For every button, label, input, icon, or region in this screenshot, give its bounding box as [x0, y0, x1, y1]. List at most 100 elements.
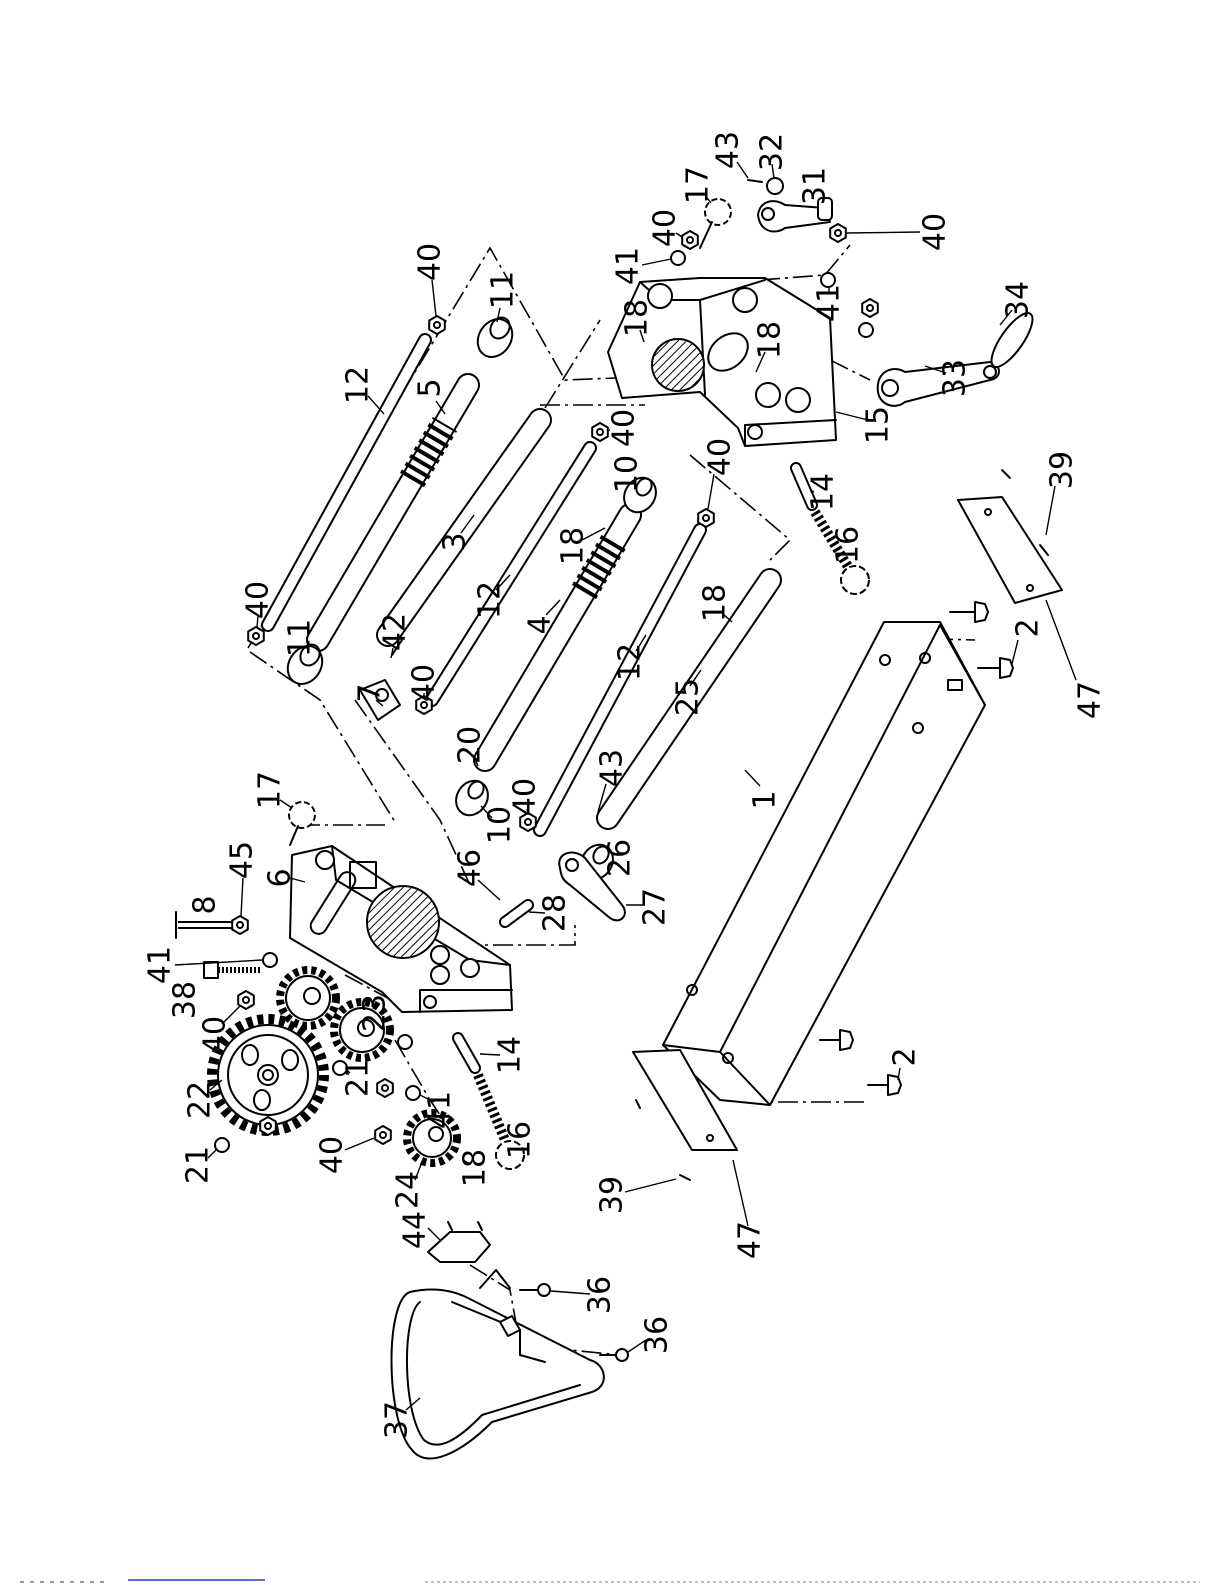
part-number-label: 45: [225, 841, 260, 879]
bushing-11-right: [471, 313, 519, 364]
bolt-38: [204, 962, 262, 978]
part-number-label: 12: [341, 366, 376, 404]
hex-nut: [238, 991, 254, 1009]
base-frame-1: [663, 622, 985, 1105]
part-number-label: 16: [831, 526, 866, 564]
bolt-2-left: [820, 1030, 853, 1050]
part-number-label: 38: [168, 981, 203, 1019]
page-footer: [20, 1580, 1200, 1582]
part-number-label: 23: [358, 994, 393, 1032]
bolt-2-right-lower: [978, 658, 1013, 678]
washer: [263, 953, 277, 967]
part-number-label: 18: [458, 1149, 493, 1187]
part-number-label: 18: [620, 299, 655, 337]
hex-nut: [862, 299, 878, 317]
hex-nut: [375, 1126, 391, 1144]
part-number-label: 20: [453, 726, 488, 764]
bolt-8: [176, 912, 232, 938]
part-number-label: 10: [610, 455, 645, 493]
part-number-label: 32: [755, 133, 790, 171]
bolt-2-left-lower: [868, 1075, 901, 1095]
hex-nut: [248, 627, 264, 645]
part-number-label: 40: [198, 1016, 233, 1054]
hex-nut: [232, 916, 248, 934]
part-number-label: 27: [638, 888, 673, 926]
shaft-3: [388, 420, 540, 635]
washer: [398, 1035, 412, 1049]
part-number-label: 36: [640, 1316, 675, 1354]
part-number-label: 11: [283, 619, 318, 657]
part-number-label: 40: [918, 213, 953, 251]
part-number-label: 40: [315, 1136, 350, 1174]
part-number-label: 18: [698, 584, 733, 622]
part-number-label: 17: [681, 166, 716, 204]
plate-47-right: [958, 497, 1062, 603]
washer: [671, 251, 685, 265]
part-number-label: 7: [353, 683, 388, 702]
part-number-label: 14: [493, 1036, 528, 1074]
hex-nut: [830, 224, 846, 242]
part-number-label: 36: [583, 1276, 618, 1314]
part-number-label: 41: [611, 247, 646, 285]
part-number-label: 22: [183, 1081, 218, 1119]
part-number-label: 25: [671, 678, 706, 716]
part-number-label: 40: [413, 243, 448, 281]
tie-bar-12-middle: [432, 448, 590, 700]
part-number-label: 40: [607, 409, 642, 447]
part-number-label: 41: [423, 1091, 458, 1129]
part-number-label: 8: [188, 895, 223, 914]
leader-line: [625, 1179, 676, 1192]
part-number-label: 18: [753, 321, 788, 359]
part-number-label: 44: [398, 1211, 433, 1249]
hex-nut: [682, 231, 698, 249]
part-number-label: 40: [407, 664, 442, 702]
part-number-label: 2: [1011, 618, 1046, 637]
part-number-label: 5: [413, 378, 448, 397]
bolt-2-right: [950, 602, 988, 622]
part-number-label: 12: [473, 581, 508, 619]
leader-line: [733, 1160, 748, 1226]
part-number-label: 43: [595, 749, 630, 787]
hex-nut: [698, 509, 714, 527]
part-number-label: 15: [861, 406, 896, 444]
leader-line: [1046, 600, 1076, 680]
part-number-label: 1: [748, 790, 783, 809]
washer: [859, 323, 873, 337]
leader-line: [745, 770, 760, 786]
part-number-label: 4: [523, 615, 558, 634]
leader-line: [432, 280, 436, 316]
gear-23-upper: [280, 970, 336, 1026]
washer: [406, 1086, 420, 1100]
screw-36-upper: [480, 1270, 550, 1296]
part-number-label: 41: [143, 946, 178, 984]
part-number-label: 40: [241, 581, 276, 619]
part-number-label: 31: [798, 167, 833, 205]
part-number-label: 43: [711, 131, 746, 169]
leader-line: [642, 259, 671, 265]
part-number-label: 17: [253, 771, 288, 809]
leader-line: [898, 1068, 900, 1080]
part-number-label: 40: [648, 209, 683, 247]
hex-nut: [377, 1079, 393, 1097]
hex-nut: [429, 316, 445, 334]
leader-line: [1012, 640, 1018, 664]
star-knob-17-right: [700, 199, 731, 248]
leader-line: [708, 474, 714, 509]
part-number-label: 46: [453, 849, 488, 887]
leader-line: [241, 878, 243, 916]
part-number-label: 41: [812, 284, 847, 322]
part-number-label: 2: [888, 1047, 923, 1066]
part-number-label: 47: [733, 1221, 768, 1259]
knob-32: [748, 178, 783, 194]
part-number-label: 37: [380, 1401, 415, 1439]
part-number-label: 21: [181, 1146, 216, 1184]
part-number-label: 28: [538, 894, 573, 932]
leader-line: [847, 232, 920, 233]
pin-28: [505, 905, 528, 922]
part-number-label: 33: [938, 359, 973, 397]
leader-line: [546, 600, 560, 615]
part-number-label: 39: [595, 1176, 630, 1214]
part-number-label: 18: [556, 527, 591, 565]
